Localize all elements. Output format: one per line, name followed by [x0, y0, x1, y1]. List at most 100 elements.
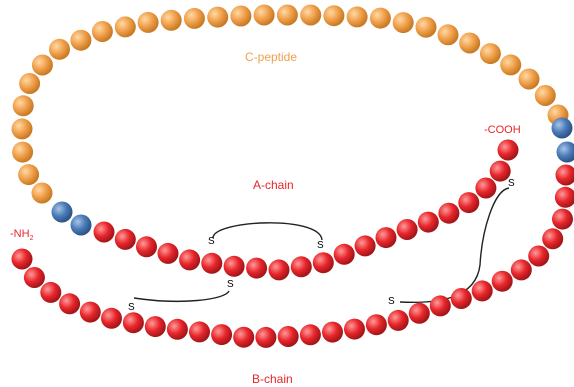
a-chain-residue — [458, 192, 479, 213]
b-chain-residue — [278, 326, 299, 347]
a-chain-residue — [355, 235, 376, 256]
c-peptide-residue — [184, 8, 205, 29]
b-chain-residue — [24, 267, 45, 288]
sulfur-label: S — [508, 178, 515, 189]
junction-residue — [71, 215, 92, 236]
a-chain-residue — [313, 252, 334, 273]
sulfur-label: S — [208, 236, 215, 247]
c-peptide-residue — [49, 39, 70, 60]
b-chain-residue — [101, 308, 122, 329]
b-chain-residue — [492, 271, 513, 292]
b-chain-label: B-chain — [252, 372, 293, 386]
c-peptide-residue — [535, 85, 556, 106]
b-chain-residue — [430, 295, 451, 316]
b-chain-residue — [59, 293, 80, 314]
b-chain-residue — [300, 324, 321, 345]
a-chain-residue — [397, 219, 418, 240]
c-peptide-residue — [13, 95, 34, 116]
b-chain-residue — [322, 322, 343, 343]
c-peptide-residue — [300, 5, 321, 26]
sulfur-label: S — [317, 240, 324, 251]
a-chain-residue — [438, 203, 459, 224]
a-chain-residue — [475, 178, 496, 199]
c-peptide-residue — [138, 12, 159, 33]
c-peptide-residue — [519, 69, 540, 90]
a-chain-residue — [376, 227, 397, 248]
a-chain-residue — [291, 256, 312, 277]
b-chain-residue — [12, 249, 33, 270]
c-peptide-residue — [207, 7, 228, 28]
b-chain-residue — [528, 246, 549, 267]
c-peptide-residue — [92, 21, 113, 42]
c-peptide-residue — [438, 24, 459, 45]
b-chain-residue — [542, 228, 563, 249]
n-terminus-prefix: -NH — [10, 228, 30, 240]
c-peptide-label: C-peptide — [245, 50, 297, 64]
a-chain-residue — [115, 229, 136, 250]
c-peptide-residue — [32, 183, 53, 204]
b-chain-residue — [189, 321, 210, 342]
b-chain-residue — [233, 327, 254, 348]
a-chain-residue — [418, 212, 439, 233]
b-chain-residue — [255, 327, 276, 348]
b-chain-residue — [451, 288, 472, 309]
a-chain-residue — [158, 243, 179, 264]
c-peptide-residue — [70, 30, 91, 51]
a-chain-residue — [179, 249, 200, 270]
b-chain-residue — [511, 259, 532, 280]
b-chain-residue — [40, 282, 61, 303]
b-chain-residue — [472, 280, 493, 301]
n-terminus-subscript: 2 — [30, 235, 34, 242]
b-chain-residue — [344, 319, 365, 340]
c-terminus-label: -COOH — [484, 124, 521, 136]
b-chain-residue — [145, 316, 166, 337]
c-peptide-residue — [254, 5, 275, 26]
junction-residue — [552, 118, 573, 139]
a-chain-residue — [136, 236, 157, 257]
c-peptide-residue — [32, 55, 53, 76]
c-peptide-residue — [277, 5, 298, 26]
c-peptide-residue — [370, 8, 391, 29]
b-chain-residue — [555, 187, 574, 208]
c-peptide-residue — [19, 73, 40, 94]
sulfur-label: S — [128, 302, 135, 313]
a-chain-residue — [269, 259, 290, 280]
junction-residue — [557, 142, 574, 163]
sulfur-label: S — [227, 279, 234, 290]
sulfur-label: S — [388, 296, 395, 307]
c-peptide-residue — [480, 43, 501, 64]
a-chain-residue — [94, 222, 115, 243]
a-chain-residue — [246, 258, 267, 279]
b-chain-residue — [388, 310, 409, 331]
c-peptide-residue — [12, 142, 33, 163]
a-chain-residue — [201, 253, 222, 274]
a-chain-residue — [498, 140, 519, 161]
a-b-disulfide-bond-1 — [134, 291, 229, 301]
c-peptide-residue — [230, 6, 251, 27]
a-chain-residue — [334, 244, 355, 265]
c-peptide-residue — [115, 16, 136, 37]
c-peptide-residue — [500, 54, 521, 75]
c-peptide-residue — [416, 17, 437, 38]
c-peptide-residue — [18, 164, 39, 185]
a-chain-residue — [224, 256, 245, 277]
intra-a-disulfide-bond — [213, 223, 322, 240]
b-chain-residue — [409, 303, 430, 324]
b-chain-residue — [123, 312, 144, 333]
b-chain-residue — [211, 324, 232, 345]
junction-residue — [52, 202, 73, 223]
c-peptide-residue — [393, 12, 414, 33]
c-peptide-residue — [12, 118, 33, 139]
c-peptide-residue — [347, 6, 368, 27]
c-peptide-residue — [323, 5, 344, 26]
b-chain-residue — [80, 302, 101, 323]
c-peptide-residue — [459, 33, 480, 54]
a-chain-label: A-chain — [253, 178, 294, 192]
b-chain-residue — [556, 165, 574, 186]
c-peptide-residue — [161, 10, 182, 31]
b-chain-residue — [167, 319, 188, 340]
n-terminus-label: -NH2 — [10, 228, 33, 242]
b-chain-residue — [552, 209, 573, 230]
b-chain-residue — [366, 314, 387, 335]
